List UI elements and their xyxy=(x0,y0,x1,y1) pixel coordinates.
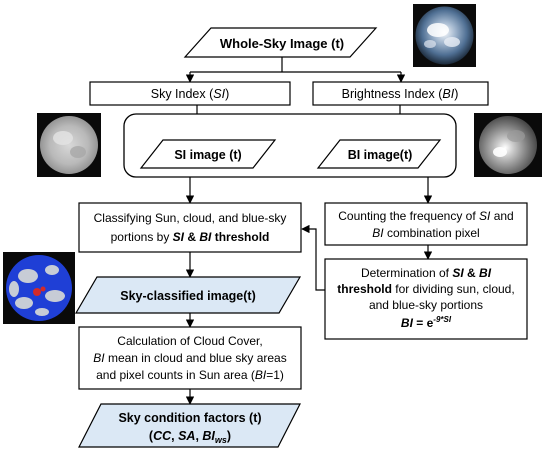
si-grayscale-thumbnail xyxy=(37,113,101,177)
node-brightness-index: Brightness Index (BI) xyxy=(312,81,489,106)
node-sky-condition-factors: Sky condition factors (t) (CC, SA, BIws) xyxy=(78,403,301,448)
sky-classified-label: Sky-classified image(t) xyxy=(120,289,255,303)
node-determination: Determination of SI & BI threshold for d… xyxy=(324,258,528,340)
brightness-index-label: Brightness Index ( xyxy=(342,87,444,101)
counting-line2: BI combination pixel xyxy=(372,226,479,240)
bi-grayscale-thumbnail xyxy=(474,113,542,177)
factors-line1: Sky condition factors (t) xyxy=(118,411,261,425)
svg-text:Sky Index (SI): Sky Index (SI) xyxy=(151,87,230,101)
calculation-line3: and pixel counts in Sun area (BI=1) xyxy=(96,368,284,382)
node-sky-index: Sky Index (SI) xyxy=(89,81,291,106)
determination-line3: and blue-sky portions xyxy=(369,298,483,312)
whole-sky-label: Whole-Sky Image (t) xyxy=(220,36,344,51)
determination-line1: Determination of SI & BI xyxy=(361,266,492,280)
node-bi-image: BI image(t) xyxy=(316,139,442,169)
split-lines xyxy=(185,57,406,83)
brightness-index-close: ) xyxy=(454,87,458,101)
bi-image-label: BI image(t) xyxy=(348,148,413,162)
determination-equation: BI = e-9*SI xyxy=(401,315,452,330)
sky-index-var: SI xyxy=(213,87,225,101)
si-image-label: SI image (t) xyxy=(174,148,241,162)
node-sky-classified: Sky-classified image(t) xyxy=(74,276,302,314)
sky-index-close: ) xyxy=(225,87,229,101)
calculation-line2: BI mean in cloud and blue sky areas xyxy=(93,351,286,365)
svg-text:Brightness Index (BI): Brightness Index (BI) xyxy=(342,87,459,101)
whole-sky-photo-thumbnail xyxy=(413,4,476,67)
classify-line1: Classifying Sun, cloud, and blue-sky xyxy=(94,211,287,225)
brightness-index-var: BI xyxy=(442,87,454,101)
determination-line2: threshold for dividing sun, cloud, xyxy=(337,282,514,296)
node-whole-sky-image: Whole-Sky Image (t) xyxy=(183,27,378,58)
sky-classified-map-thumbnail xyxy=(3,252,75,324)
node-counting: Counting the frequency of SI and BI comb… xyxy=(324,202,528,246)
classify-line2: portions by SI & BI threshold xyxy=(111,230,270,244)
factors-line2: (CC, SA, BIws) xyxy=(149,429,231,445)
node-si-image: SI image (t) xyxy=(139,139,277,169)
node-classify: Classifying Sun, cloud, and blue-sky por… xyxy=(78,202,302,253)
sky-index-label: Sky Index ( xyxy=(151,87,214,101)
node-calculation: Calculation of Cloud Cover, BI mean in c… xyxy=(78,326,302,390)
counting-line1: Counting the frequency of SI and xyxy=(338,209,513,223)
calculation-line1: Calculation of Cloud Cover, xyxy=(117,334,262,348)
feedback-arrow xyxy=(301,224,325,291)
